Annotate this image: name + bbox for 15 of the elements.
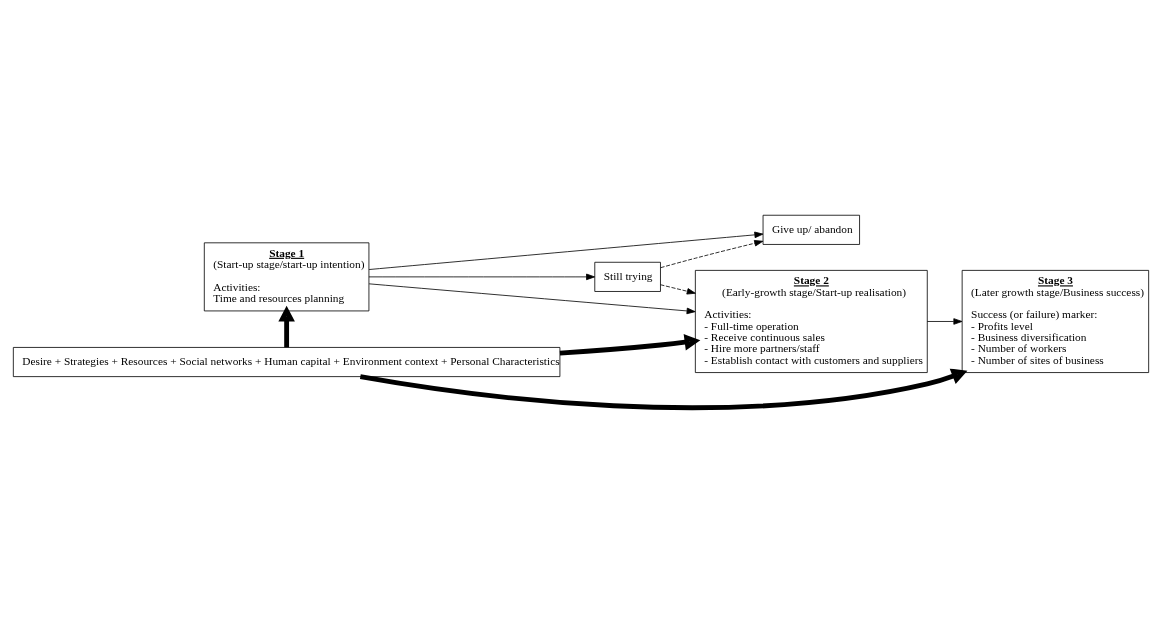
node-box: Stage 2 (Early-growth stage/Start-up realisation) Activities: - Full-time operation - Receive continuous sales - Hire more partners/staff - Establish contact with customers and suppliers	[694, 270, 928, 373]
arrow	[368, 273, 596, 281]
node-box: Still trying	[594, 261, 661, 292]
arrow	[368, 231, 764, 270]
arrow	[559, 334, 701, 356]
arrow	[926, 318, 963, 325]
node-box: Desire + Strategies + Resources + Social networks + Human capital + Environment context + Personal Characteristics	[12, 347, 561, 378]
node-box: Stage 3 (Later growth stage/Business success) Success (or failure) marker: - Profits level - Business diversification - Number of workers - Number of sites of business	[961, 270, 1150, 373]
arrow	[660, 284, 696, 295]
arrow	[278, 305, 295, 348]
node-box: Give up/ abandon	[762, 214, 860, 245]
arrow	[368, 283, 696, 315]
node-box: Stage 1 (Start-up stage/start-up intention) Activities: Time and resources planning	[203, 242, 370, 312]
arrow	[359, 368, 968, 410]
arrow	[660, 240, 764, 269]
